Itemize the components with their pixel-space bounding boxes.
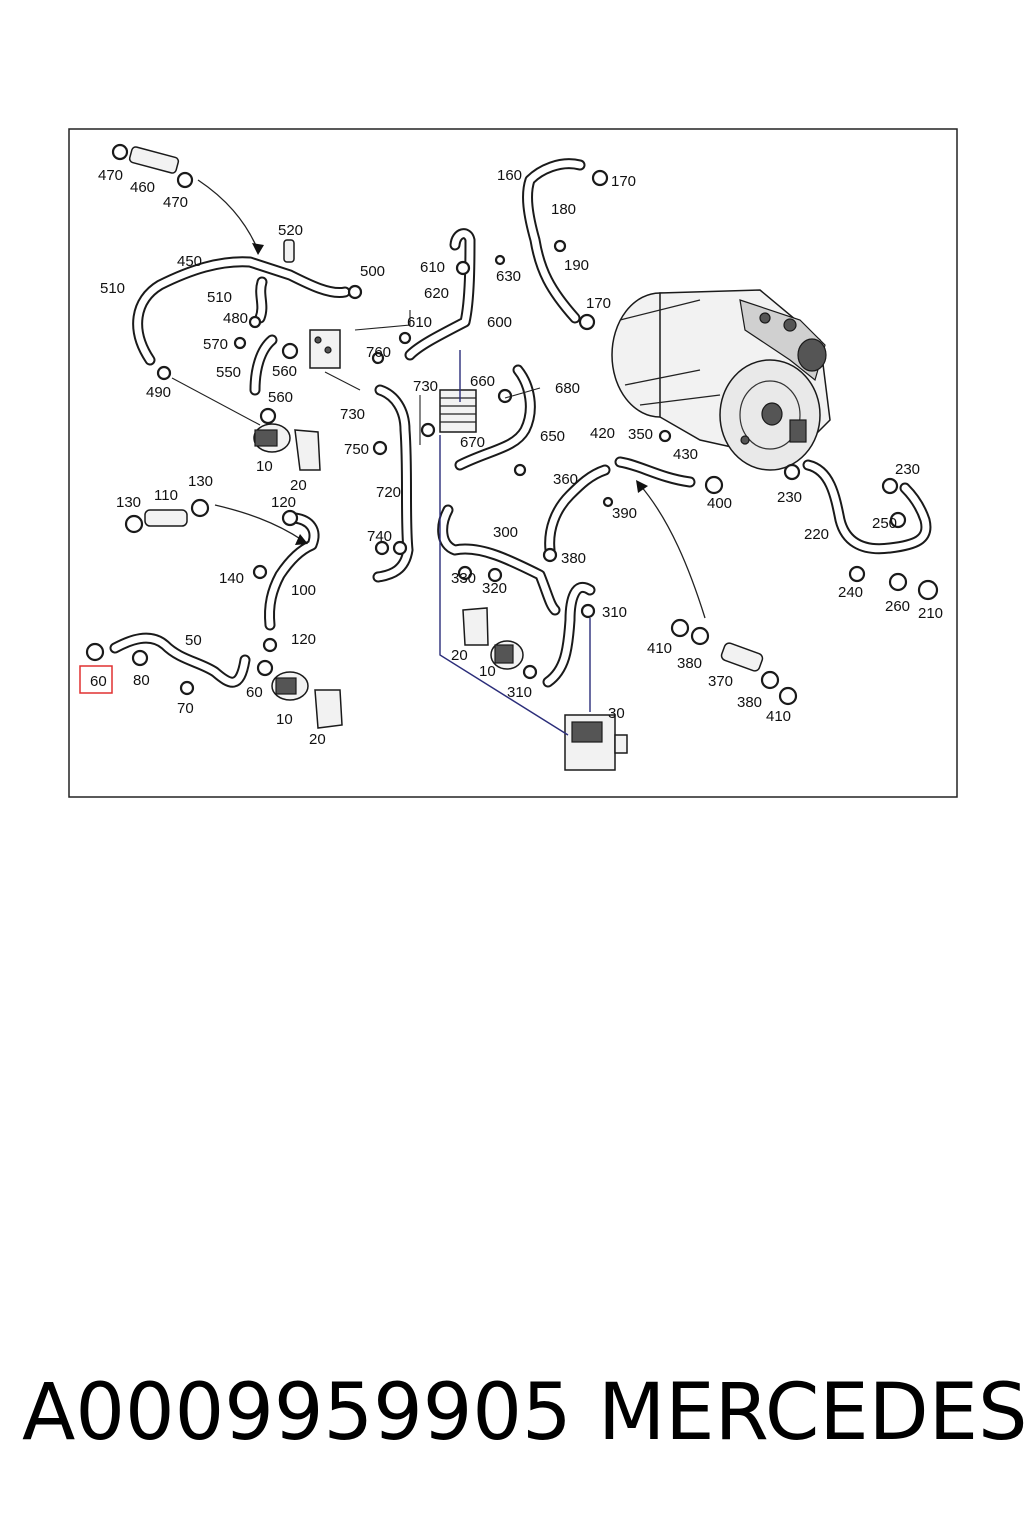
parts-diagram: 470 460 470 520 450 500 510 510 480 570 … [68,128,958,798]
part-label[interactable]: 680 [555,380,580,397]
part-label[interactable]: 410 [766,708,791,725]
part-label[interactable]: 190 [564,257,589,274]
part-label[interactable]: 300 [493,524,518,541]
part-label[interactable]: 730 [340,406,365,423]
brand-name: MERCEDES [598,1368,1024,1458]
part-label[interactable]: 490 [146,384,171,401]
part-label[interactable]: 650 [540,428,565,445]
part-label[interactable]: 400 [707,495,732,512]
part-label[interactable]: 450 [177,253,202,270]
components [85,143,939,771]
part-label[interactable]: 110 [154,487,178,504]
part-label[interactable]: 220 [804,526,829,543]
part-label[interactable]: 60 [90,673,107,690]
part-label[interactable]: 560 [268,389,293,406]
part-label[interactable]: 570 [203,336,228,353]
part-label[interactable]: 620 [424,285,449,302]
part-label[interactable]: 170 [611,173,636,190]
part-label[interactable]: 230 [895,461,920,478]
part-label[interactable]: 380 [561,550,586,567]
part-label[interactable]: 210 [918,605,943,622]
part-label[interactable]: 80 [133,672,150,689]
part-label[interactable]: 160 [497,167,522,184]
part-label[interactable]: 250 [872,515,897,532]
diagram-frame [68,128,958,798]
part-label[interactable]: 180 [551,201,576,218]
electric-motor-illustration [611,289,831,471]
part-label[interactable]: 410 [647,640,672,657]
part-number: A0009959905 [22,1368,572,1458]
part-label[interactable]: 420 [590,425,615,442]
part-label[interactable]: 320 [482,580,507,597]
part-label[interactable]: 500 [360,263,385,280]
part-label[interactable]: 510 [207,289,232,306]
part-label[interactable]: 120 [291,631,316,648]
part-label[interactable]: 610 [420,259,445,276]
part-label[interactable]: 430 [673,446,698,463]
part-label[interactable]: 10 [479,663,496,680]
part-label[interactable]: 330 [451,570,476,587]
part-label[interactable]: 260 [885,598,910,615]
part-label[interactable]: 350 [628,426,653,443]
part-label[interactable]: 20 [451,647,468,664]
part-label[interactable]: 660 [470,373,495,390]
part-label[interactable]: 370 [708,673,733,690]
part-label[interactable]: 140 [219,570,244,587]
part-label[interactable]: 380 [737,694,762,711]
part-label[interactable]: 600 [487,314,512,331]
part-label[interactable]: 470 [163,194,188,211]
part-labels: 470 460 470 520 450 500 510 510 480 570 … [90,167,943,748]
part-label[interactable]: 10 [256,458,273,475]
part-label[interactable]: 20 [309,731,326,748]
hoses [109,158,932,688]
part-label[interactable]: 560 [272,363,297,380]
part-label[interactable]: 120 [271,494,296,511]
part-label[interactable]: 510 [100,280,125,297]
part-label[interactable]: 310 [602,604,627,621]
part-label[interactable]: 20 [290,477,307,494]
leader-lines [171,179,706,736]
part-label[interactable]: 610 [407,314,432,331]
part-label[interactable]: 60 [246,684,263,701]
highlight-box [79,665,113,694]
part-label[interactable]: 380 [677,655,702,672]
part-label[interactable]: 760 [366,344,391,361]
part-label[interactable]: 230 [777,489,802,506]
part-label[interactable]: 750 [344,441,369,458]
part-label[interactable]: 240 [838,584,863,601]
part-label[interactable]: 130 [116,494,141,511]
part-label[interactable]: 630 [496,268,521,285]
part-label[interactable]: 100 [291,582,316,599]
part-label[interactable]: 520 [278,222,303,239]
part-label[interactable]: 720 [376,484,401,501]
part-label[interactable]: 470 [98,167,123,184]
part-label[interactable]: 480 [223,310,248,327]
part-label[interactable]: 460 [130,179,155,196]
part-label[interactable]: 670 [460,434,485,451]
part-label[interactable]: 390 [612,505,637,522]
part-label[interactable]: 730 [413,378,438,395]
part-label[interactable]: 50 [185,632,202,649]
part-label[interactable]: 550 [216,364,241,381]
part-label[interactable]: 740 [367,528,392,545]
part-label[interactable]: 170 [586,295,611,312]
part-label[interactable]: 310 [507,684,532,701]
part-label[interactable]: 130 [188,473,213,490]
part-label[interactable]: 360 [553,471,578,488]
part-label[interactable]: 10 [276,711,293,728]
part-label[interactable]: 70 [177,700,194,717]
part-label[interactable]: 30 [608,705,625,722]
